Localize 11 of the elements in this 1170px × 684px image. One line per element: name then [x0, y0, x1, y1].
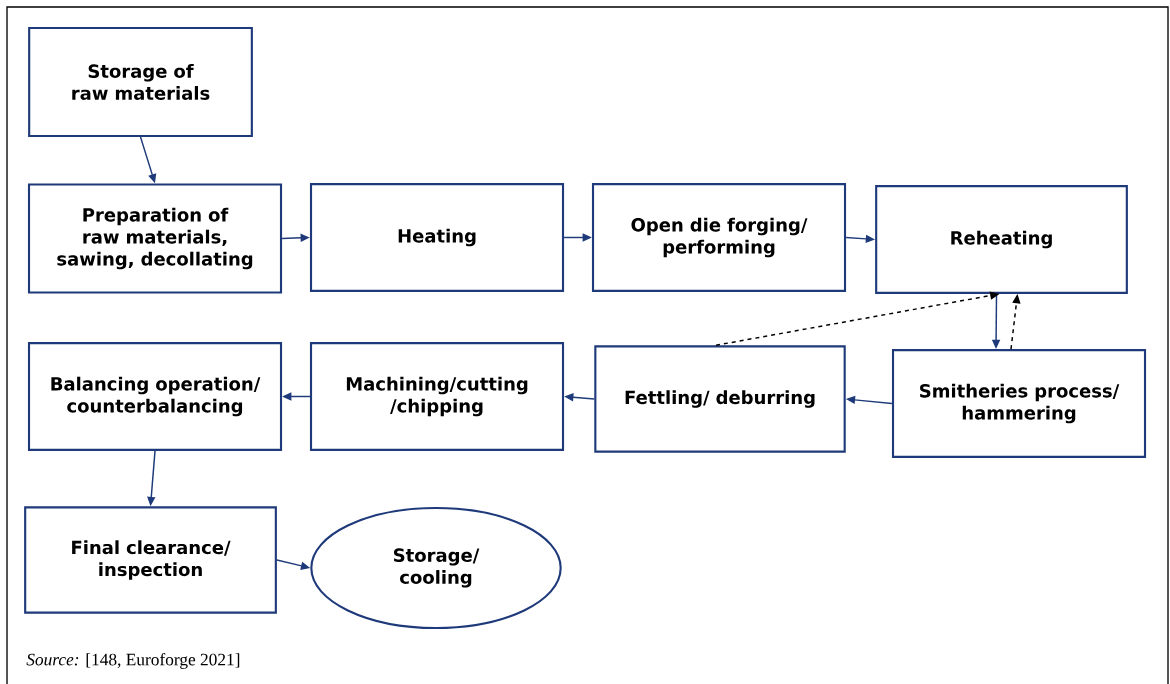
- source-note: Source: [148, Euroforge 2021]: [26, 653, 240, 669]
- process-box: Open die forging/ performing: [591, 183, 847, 292]
- process-box: Heating: [309, 183, 565, 292]
- process-box: Final clearance/ inspection: [24, 506, 277, 614]
- process-box: Machining/cutting /chipping: [309, 342, 565, 451]
- process-box: Fettling/ deburring: [594, 345, 846, 453]
- process-box: Preparation of raw materials, sawing, decollating: [27, 183, 283, 294]
- process-box: Balancing operation/ counterbalancing: [27, 342, 283, 451]
- process-box: Storage of raw materials: [28, 26, 253, 138]
- process-box: Smitheries process/ hammering: [891, 349, 1147, 458]
- process-box: Reheating: [875, 185, 1128, 294]
